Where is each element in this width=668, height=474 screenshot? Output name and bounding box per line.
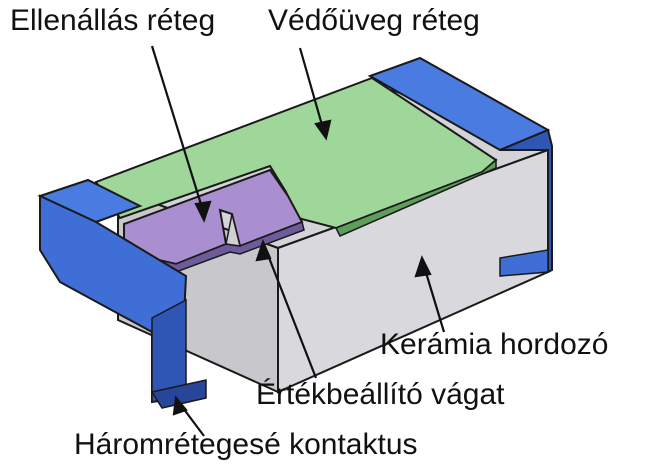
left-contact-bottom [150, 379, 207, 409]
right-contact-bottom-lip [499, 249, 549, 277]
arrowhead-resistive [194, 200, 212, 223]
label-triple-contact: Háromrétegesé kontaktus [74, 428, 418, 461]
label-resistive-layer: Ellenállás réteg [10, 4, 216, 37]
arrow-resistive [150, 45, 206, 215]
arrowhead-ceramic [414, 255, 432, 278]
arrow-glass [298, 47, 326, 133]
label-trim-cut: Értékbeállító vágat [256, 378, 505, 411]
arrowhead-trim [255, 238, 272, 262]
arrow-trim [264, 249, 318, 379]
glass-layer-edge [334, 158, 497, 237]
label-glass-layer: Védőüveg réteg [268, 4, 480, 37]
right-contact-side [499, 128, 553, 274]
label-ceramic-substrate: Kerámia hordozó [380, 328, 609, 361]
trim-cut-groove [225, 213, 241, 247]
arrow-ceramic [422, 265, 446, 333]
arrowhead-contact [172, 395, 188, 416]
arrowhead-glass [314, 119, 332, 141]
leader-lines [150, 45, 446, 437]
